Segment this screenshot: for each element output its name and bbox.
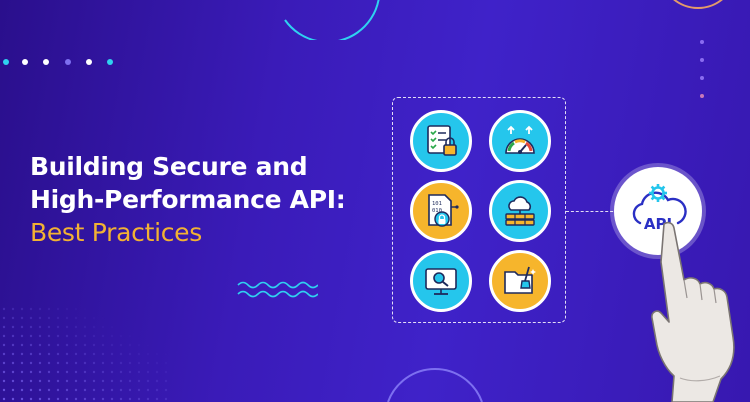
decorative-arc-bottom xyxy=(387,368,483,402)
headline-accent: Best Practices xyxy=(30,218,202,247)
feature-icons-panel xyxy=(392,97,566,323)
svg-text:010: 010 xyxy=(432,208,442,214)
decorative-arc-top xyxy=(284,0,380,40)
decorative-dots-row xyxy=(3,59,113,65)
headline-line-1: Building Secure and xyxy=(30,152,308,181)
decorative-dots-vertical xyxy=(700,40,704,98)
decorative-dot-grid xyxy=(0,305,170,402)
pointing-hand-icon xyxy=(651,221,735,402)
tile-security-checklist xyxy=(410,110,472,172)
decorative-ring-top-right xyxy=(673,0,723,9)
tile-encrypted-document: 101 010 xyxy=(410,180,472,242)
tile-folder-cleanup xyxy=(489,250,551,312)
cloud-server-icon xyxy=(505,196,535,226)
security-checklist-lock-icon xyxy=(427,125,457,156)
monitor-search-icon xyxy=(425,268,457,295)
folder-cleanup-brush-icon xyxy=(504,266,536,294)
tile-performance-gauge xyxy=(489,110,551,172)
performance-gauge-icon xyxy=(505,125,535,154)
dashed-connector xyxy=(566,211,618,212)
cloud-gear-icon xyxy=(632,184,687,225)
tile-cloud-server xyxy=(489,180,551,242)
encrypted-binary-document-icon: 101 010 xyxy=(428,194,459,227)
headline-line-2: High-Performance API: xyxy=(30,185,346,214)
svg-text:101: 101 xyxy=(432,201,442,207)
tile-monitor-search xyxy=(410,250,472,312)
decorative-wave-lines xyxy=(237,281,318,298)
headline: Building Secure and High-Performance API… xyxy=(30,150,346,249)
